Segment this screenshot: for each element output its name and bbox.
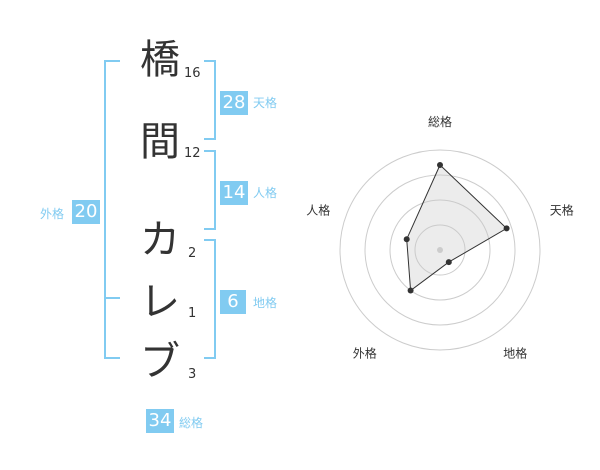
stroke-count-2: 12 <box>184 146 201 161</box>
stroke-count-1: 16 <box>184 66 201 81</box>
chikaku-value: 6 <box>220 290 246 314</box>
radar-ring-4 <box>339 149 541 351</box>
radar-rings <box>339 149 541 351</box>
radar-axis-label-1: 総格 <box>428 114 452 129</box>
gaikaku-bracket-vertical <box>104 60 106 358</box>
radar-point-3 <box>445 259 452 266</box>
jinkaku-bracket-vertical <box>214 150 216 230</box>
radar-point-1 <box>437 162 443 168</box>
name-char-3: カ <box>140 217 180 263</box>
stroke-count-4: 1 <box>188 306 197 321</box>
gaikaku-bracket-bottom <box>104 357 120 359</box>
jinkaku-value: 14 <box>220 181 248 205</box>
name-char-4: レ <box>140 279 180 325</box>
radar-ring-2 <box>389 199 491 301</box>
gaikaku-bracket-mid <box>104 297 120 299</box>
name-char-1: 橋 <box>140 37 180 83</box>
chikaku-bracket-top <box>204 239 216 241</box>
stroke-count-3: 2 <box>188 246 197 261</box>
tenkaku-label: 天格 <box>253 96 278 110</box>
chikaku-bracket-vertical <box>214 239 216 359</box>
radar-axis-label-4: 外格 <box>353 346 377 361</box>
soukaku-value: 34 <box>146 409 174 433</box>
radar-ring-1 <box>414 224 466 276</box>
jinkaku-label: 人格 <box>253 186 278 200</box>
radar-polygon <box>406 164 508 292</box>
gaikaku-value: 20 <box>72 200 100 224</box>
name-char-2: 間 <box>140 119 180 165</box>
tenkaku-value: 28 <box>220 91 248 115</box>
radar-axis-label-3: 地格 <box>503 346 527 361</box>
chikaku-bracket-bottom <box>204 357 216 359</box>
radar-shape <box>403 162 510 294</box>
chikaku-label: 地格 <box>253 296 278 310</box>
radar-point-2 <box>503 225 510 232</box>
radar-center <box>437 247 443 253</box>
gaikaku-label: 外格 <box>40 207 65 221</box>
stroke-count-5: 3 <box>188 367 197 382</box>
tenkaku-bracket-bottom <box>204 138 216 140</box>
gaikaku-bracket-top <box>104 60 120 62</box>
radar-axis-label-5: 人格 <box>306 202 330 217</box>
jinkaku-bracket-top <box>204 150 216 152</box>
jinkaku-bracket-bottom <box>204 228 216 230</box>
tenkaku-bracket-top <box>204 60 216 62</box>
tenkaku-bracket-vertical <box>214 60 216 140</box>
radar-point-5 <box>403 236 410 243</box>
radar-point-4 <box>407 287 414 294</box>
soukaku-label: 総格 <box>179 416 204 430</box>
radar-ring-3 <box>364 174 516 326</box>
name-char-5: ブ <box>140 339 180 385</box>
radar-axis-label-2: 天格 <box>550 202 574 217</box>
